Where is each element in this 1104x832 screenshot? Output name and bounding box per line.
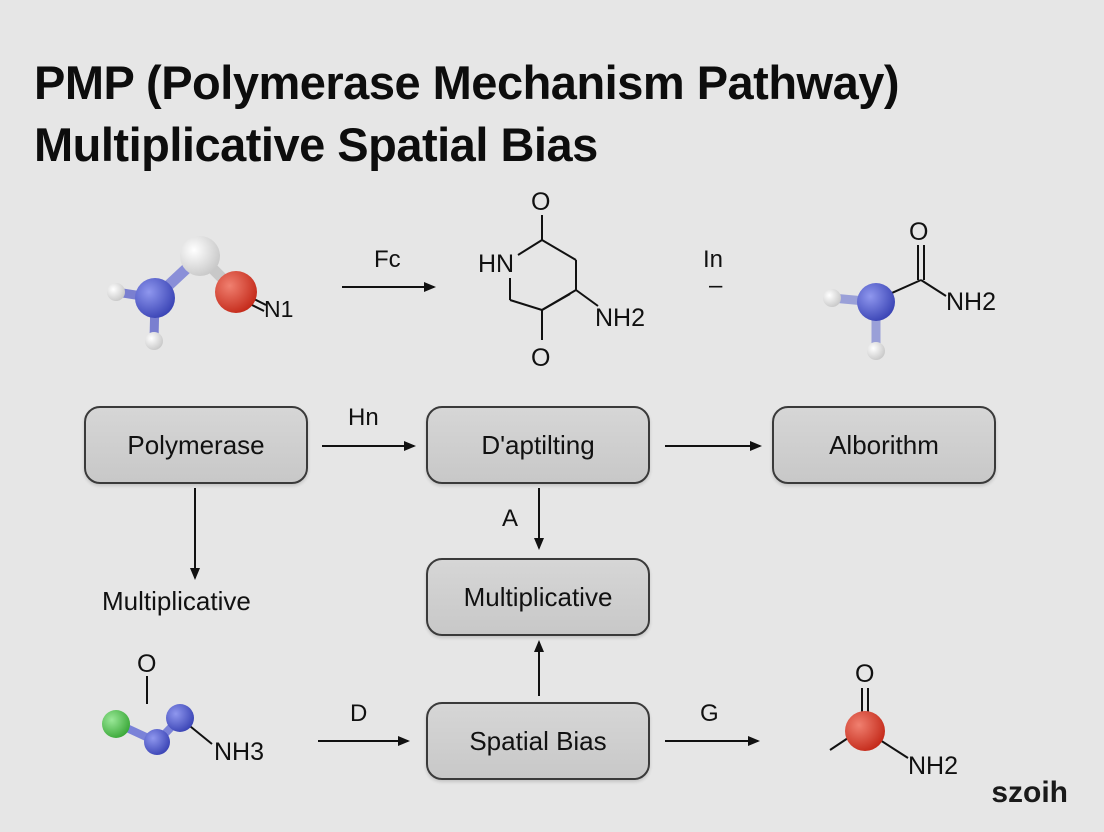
mol2-o-top-label: O (531, 188, 551, 216)
multiplicative-left-label: Multiplicative (102, 586, 251, 616)
hydrogen-atom (180, 236, 220, 276)
hydrogen-atom (145, 332, 163, 350)
oxygen-atom (215, 271, 257, 313)
mol2-hn-label: HN (478, 250, 515, 278)
page-title: PMP (Polymerase Mechanism Pathway) Multi… (34, 52, 900, 176)
nitrogen-atom (166, 704, 194, 732)
bond (879, 739, 909, 759)
title-line-2: Multiplicative Spatial Bias (34, 118, 598, 171)
node-polymerase: Polymerase (84, 406, 308, 484)
oxygen-atom (845, 711, 885, 751)
arrow-label-hn: Hn (348, 404, 379, 431)
nitrogen-atom (144, 729, 170, 755)
node-multiplicative-label: Multiplicative (463, 581, 613, 612)
bond (517, 239, 543, 256)
hydrogen-atom (867, 342, 885, 360)
node-spatial-bias-label: Spatial Bias (469, 725, 607, 756)
arrow-label-a: A (502, 505, 519, 532)
node-daptilting: D'aptilting (426, 406, 650, 484)
node-spatial-bias: Spatial Bias (426, 702, 650, 780)
arrow-label-in-dash: – (709, 272, 723, 299)
molecule-1 (107, 236, 267, 350)
molecule-3 (823, 245, 947, 360)
arrow-label-in: In (703, 246, 724, 273)
mol3-nh2-label: NH2 (946, 288, 997, 316)
mol5-o-label: O (855, 660, 875, 688)
molecule-4 (102, 676, 213, 755)
arrow-label-fc: Fc (374, 246, 401, 273)
arrow-label-d: D (350, 700, 368, 727)
node-alborithm-label: Alborithm (829, 429, 939, 460)
hydrogen-atom (107, 283, 125, 301)
bond (541, 239, 577, 261)
bond (509, 299, 543, 311)
bond (575, 289, 599, 307)
node-multiplicative: Multiplicative (426, 558, 650, 636)
watermark-logo: szoih (991, 776, 1068, 809)
molecule-2 (509, 215, 599, 340)
bond (920, 279, 947, 297)
hydrogen-atom (823, 289, 841, 307)
title-line-1: PMP (Polymerase Mechanism Pathway) (34, 56, 900, 109)
mol2-o-bottom-label: O (531, 344, 551, 372)
mol3-o-label: O (909, 218, 929, 246)
mol5-nh2-label: NH2 (908, 752, 959, 780)
molecule-5 (829, 688, 909, 759)
bond (541, 293, 571, 311)
nitrogen-atom (135, 278, 175, 318)
mol2-nh2-label: NH2 (595, 304, 646, 332)
bond (829, 737, 849, 751)
mol1-n1-label: N1 (264, 296, 294, 322)
carbon-atom (102, 710, 130, 738)
mol4-o-label: O (137, 650, 157, 678)
node-daptilting-label: D'aptilting (481, 429, 595, 460)
node-alborithm: Alborithm (772, 406, 996, 484)
mol4-nh3-label: NH3 (214, 738, 265, 766)
arrow-label-g: G (700, 700, 719, 727)
nitrogen-atom (857, 283, 895, 321)
node-polymerase-label: Polymerase (127, 429, 265, 460)
